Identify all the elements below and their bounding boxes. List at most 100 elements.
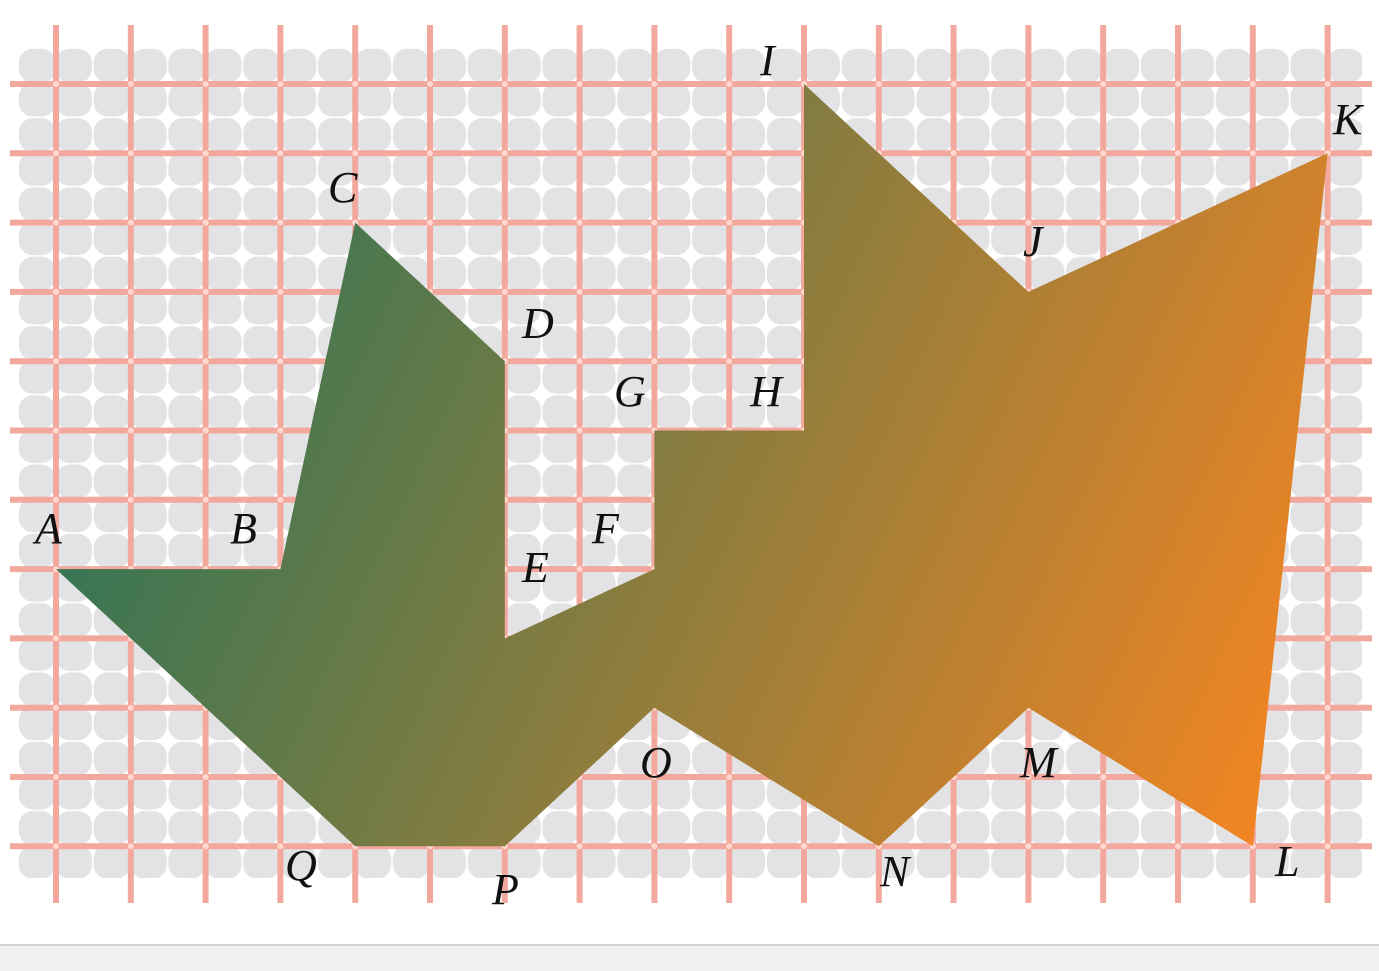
grid-intersection: [427, 81, 433, 87]
grid-intersection: [1175, 843, 1181, 850]
grid-intersection: [53, 843, 59, 850]
grid-intersection: [202, 219, 209, 226]
grid-intersection: [53, 358, 59, 365]
vertex-label-d: D: [521, 299, 554, 348]
grid-intersection: [127, 288, 134, 295]
grid-intersection: [427, 150, 433, 157]
grid-intersection: [1025, 843, 1032, 850]
grid-intersection: [1324, 566, 1331, 573]
grid-intersection: [651, 288, 658, 295]
vertex-label-e: E: [521, 543, 549, 592]
grid-intersection: [576, 81, 583, 87]
grid-intersection: [875, 81, 882, 87]
grid-intersection: [726, 288, 733, 295]
grid-intersection: [726, 843, 733, 850]
vertex-label-g: G: [614, 367, 646, 416]
grid-intersection: [202, 288, 209, 295]
grid-intersection: [1324, 288, 1331, 295]
grid-intersection: [202, 358, 209, 365]
grid-intersection: [651, 81, 658, 87]
polygon-shape: [56, 84, 1328, 847]
grid-intersection: [1324, 219, 1331, 226]
grid-intersection: [127, 704, 134, 711]
grid-intersection: [127, 81, 134, 87]
grid-intersection: [576, 427, 583, 434]
grid-intersection: [53, 150, 59, 157]
grid-intersection: [202, 843, 209, 850]
grid-intersection: [277, 150, 284, 157]
grid-intersection: [1324, 358, 1331, 365]
vertex-labels: A B C D E F G H I J K L M N O P Q: [32, 36, 1365, 914]
grid-intersection: [651, 219, 658, 226]
vertex-label-o: O: [640, 738, 672, 787]
grid-intersection: [1100, 219, 1107, 226]
grid-intersection: [53, 774, 59, 780]
grid-intersection: [1324, 704, 1331, 711]
grid-intersection: [127, 219, 134, 226]
grid-intersection: [576, 219, 583, 226]
grid-intersection: [1249, 150, 1256, 157]
grid-intersection: [1175, 81, 1181, 87]
vertex-label-i: I: [759, 36, 777, 85]
grid-intersection: [651, 774, 658, 780]
grid-intersection: [277, 843, 284, 850]
grid-intersection: [1025, 219, 1032, 226]
grid-intersection: [950, 843, 957, 850]
grid-intersection: [1324, 496, 1331, 503]
grid-intersection: [53, 704, 59, 711]
grid-intersection: [202, 150, 209, 157]
grid-intersection: [1324, 427, 1331, 434]
grid-intersection: [576, 566, 583, 573]
grid-intersection: [53, 496, 59, 503]
vertex-label-q: Q: [285, 841, 317, 890]
vertex-label-a: A: [32, 504, 63, 553]
grid-intersection: [53, 427, 59, 434]
grid-intersection: [1025, 774, 1032, 780]
grid-intersection: [651, 150, 658, 157]
grid-intersection: [1100, 843, 1107, 850]
vertex-label-b: B: [230, 504, 257, 553]
grid-intersection: [1025, 150, 1032, 157]
vertex-label-f: F: [591, 504, 620, 553]
vertex-label-p: P: [491, 865, 519, 914]
grid-intersection: [651, 358, 658, 365]
vertex-label-h: H: [749, 367, 784, 416]
grid-intersection: [127, 150, 134, 157]
grid-intersection: [576, 150, 583, 157]
grid-intersection: [726, 81, 733, 87]
vertex-label-j: J: [1023, 217, 1045, 266]
grid-intersection: [277, 219, 284, 226]
grid-intersection: [501, 81, 508, 87]
grid-intersection: [53, 288, 59, 295]
grid-intersection: [427, 219, 433, 226]
grid-intersection: [202, 427, 209, 434]
grid-intersection: [277, 427, 284, 434]
grid-intersection: [277, 496, 284, 503]
grid-intersection: [501, 150, 508, 157]
grid-intersection: [651, 843, 658, 850]
grid-intersection: [1100, 150, 1107, 157]
grid-intersection: [576, 358, 583, 365]
grid-intersection: [1324, 81, 1331, 87]
grid-intersection: [277, 81, 284, 87]
grid-intersection: [801, 843, 807, 850]
grid-intersection: [202, 81, 209, 87]
grid-intersection: [1100, 774, 1107, 780]
grid-intersection: [53, 81, 59, 87]
grid-intersection: [576, 288, 583, 295]
grid-intersection: [277, 288, 284, 295]
grid-intersection: [1324, 774, 1331, 780]
vertex-label-k: K: [1332, 95, 1365, 144]
vertex-label-n: N: [879, 847, 912, 896]
grid-intersection: [53, 219, 59, 226]
grid-intersection: [127, 774, 134, 780]
grid-intersection: [202, 774, 209, 780]
grid-intersection: [726, 219, 733, 226]
grid-intersection: [53, 635, 59, 642]
grid-intersection: [501, 288, 508, 295]
grid-intersection: [576, 496, 583, 503]
grid-intersection: [127, 427, 134, 434]
grid-intersection: [726, 150, 733, 157]
vertex-label-m: M: [1019, 738, 1059, 787]
grid-intersection: [501, 219, 508, 226]
